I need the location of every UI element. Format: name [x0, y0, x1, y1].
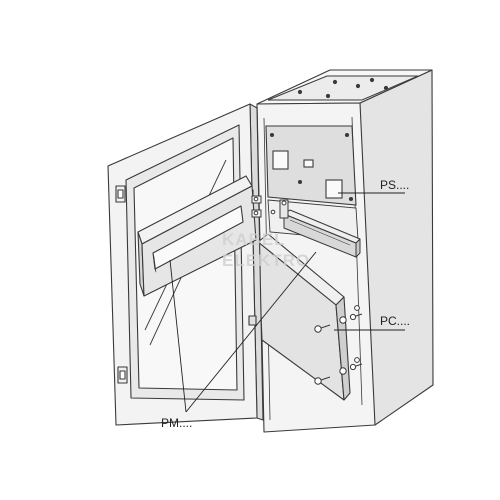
screw-icon	[339, 313, 363, 324]
roof-bolt	[369, 77, 375, 83]
watermark-line-2: ELEKTRO	[222, 251, 310, 270]
ps-screw	[269, 132, 275, 138]
roof-bolt	[332, 79, 338, 85]
screw-icon	[314, 376, 331, 385]
screw-icon	[314, 324, 331, 333]
ps-label: PS....	[380, 178, 409, 192]
din-rail	[279, 199, 361, 258]
watermark-line-1: KABEL	[222, 230, 286, 249]
door-lock-icon	[115, 185, 126, 203]
ps-window-right	[325, 179, 343, 199]
leader-lines	[169, 192, 405, 413]
din-rail-clip	[279, 199, 289, 219]
pc-label: PC....	[380, 314, 410, 328]
ps-cover-panel	[265, 125, 357, 206]
ps-screw	[348, 196, 354, 202]
roof-bolt	[297, 89, 303, 95]
roof-plate	[267, 75, 419, 101]
mounting-brackets	[251, 195, 276, 218]
screw-icon	[354, 305, 360, 311]
fasteners	[314, 305, 363, 385]
pm-label: PM....	[161, 416, 192, 430]
pc-cover-panel	[257, 233, 351, 401]
ps-screw	[344, 132, 350, 138]
ps-window-left	[272, 150, 289, 170]
screw-icon	[354, 357, 360, 363]
ps-screw	[297, 179, 303, 185]
door-lock-icon	[117, 366, 128, 384]
pm-leader-a	[169, 259, 187, 413]
door-hinge	[248, 315, 257, 326]
ps-slot-small	[303, 159, 314, 168]
screw-icon	[339, 363, 363, 375]
watermark-logo: KABEL ELEKTRO	[222, 230, 310, 270]
din-rail-screw	[281, 200, 287, 206]
roof-bolt	[383, 85, 389, 91]
pm-leader-b	[185, 251, 317, 413]
roof-bolt	[325, 93, 331, 99]
roof-bolt	[355, 83, 361, 89]
